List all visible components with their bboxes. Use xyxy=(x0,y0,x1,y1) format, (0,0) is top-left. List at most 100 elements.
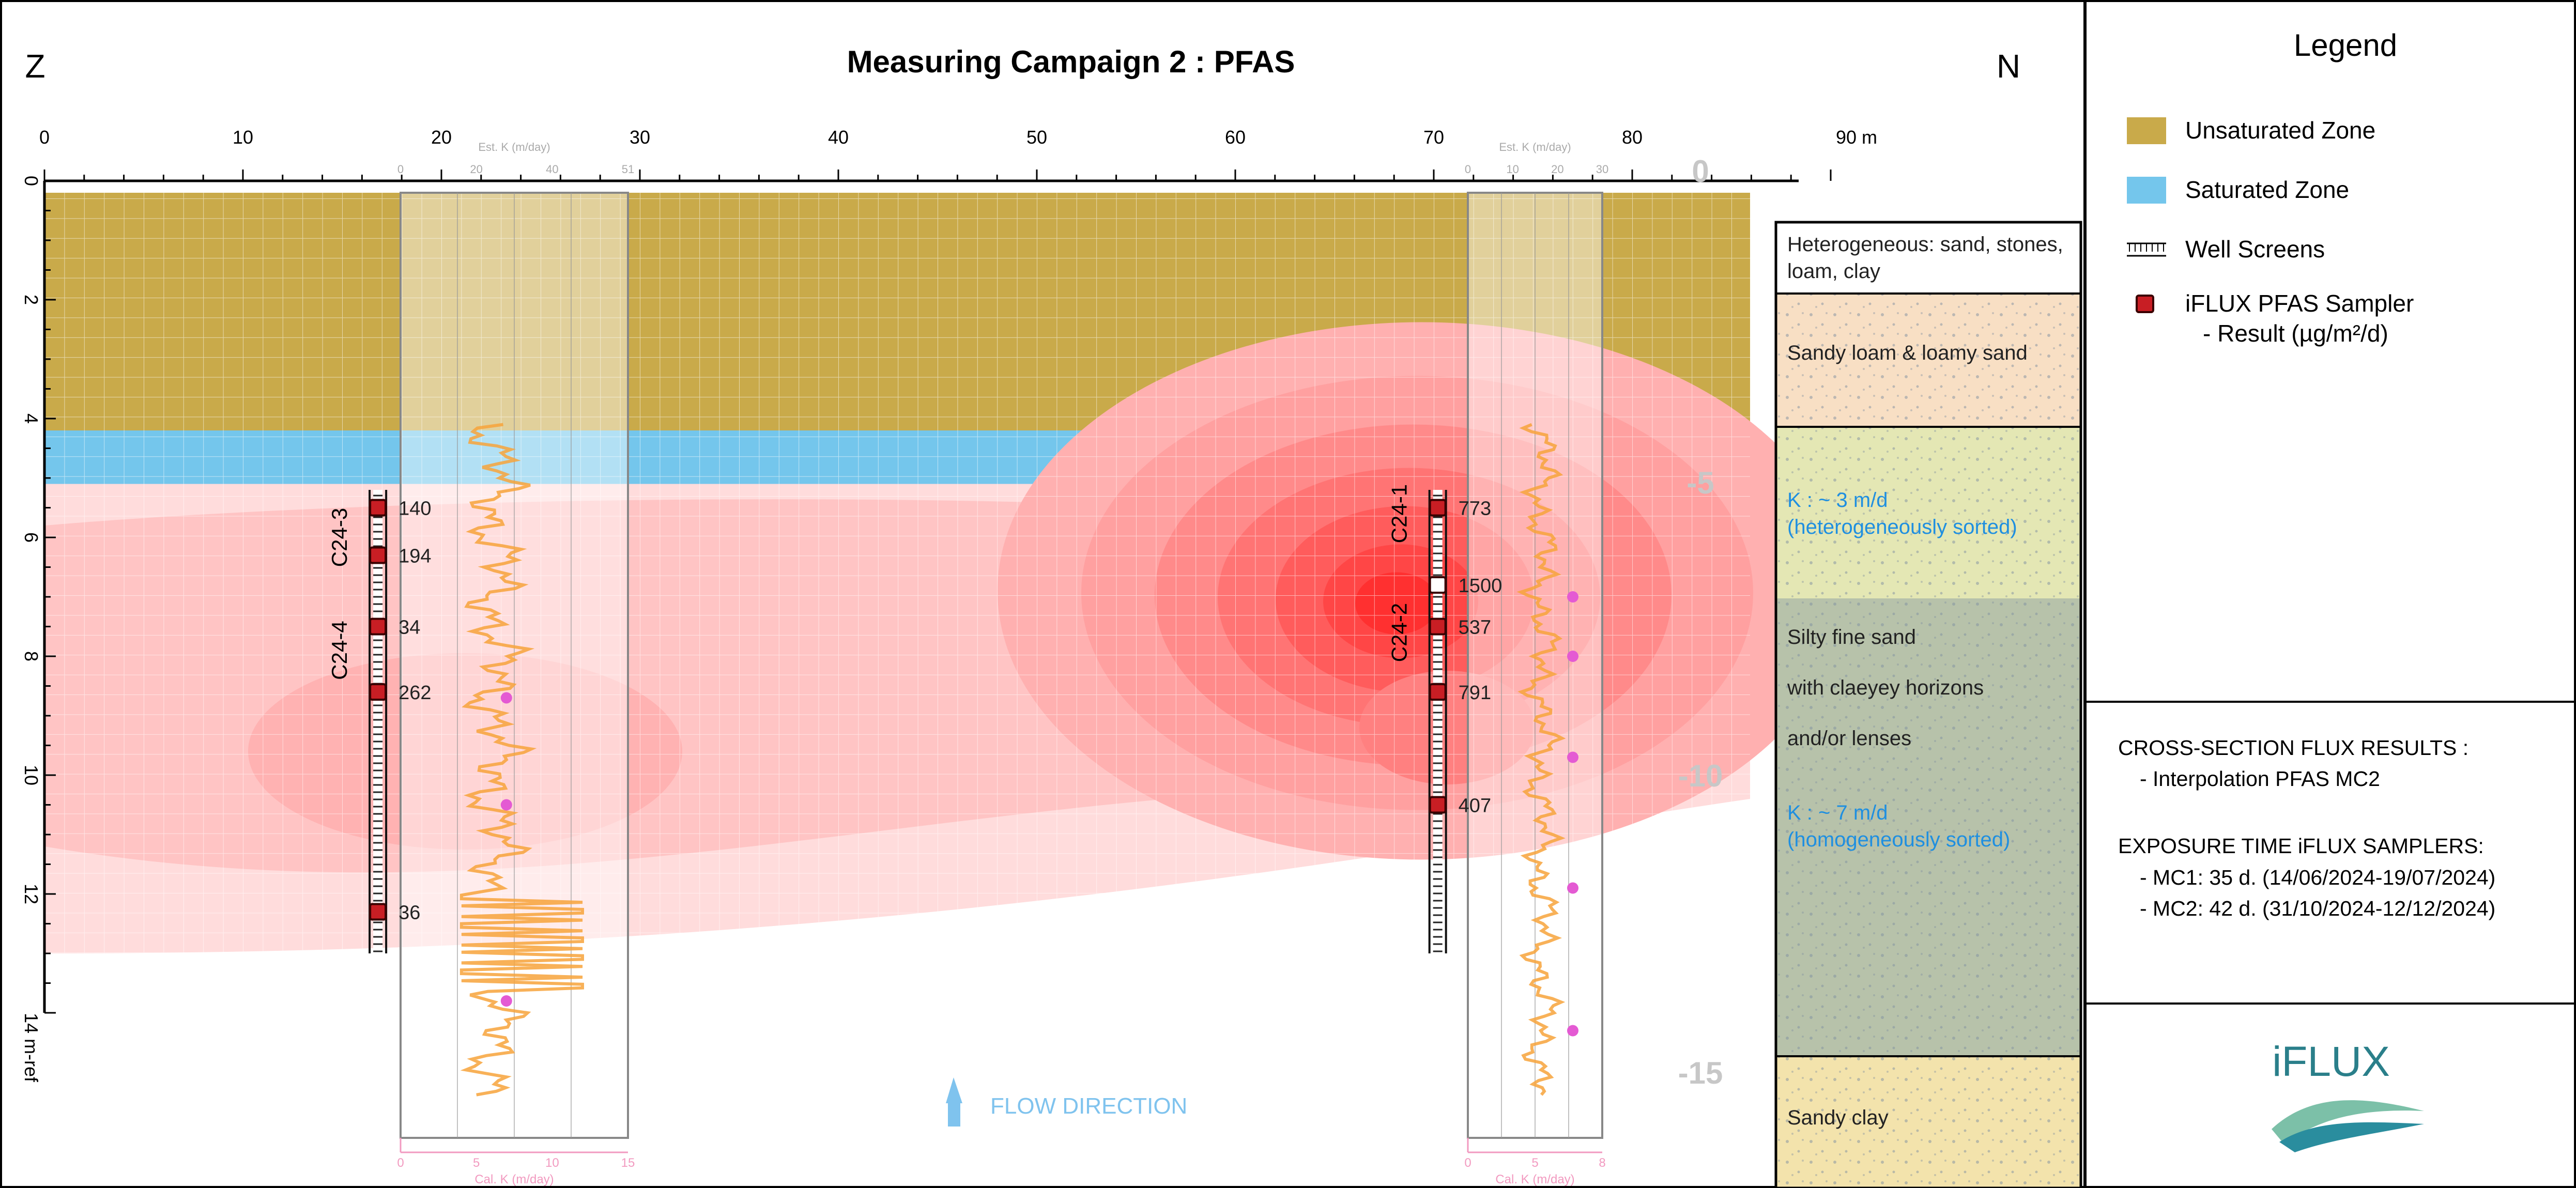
y-tick-label: 6 xyxy=(21,532,42,543)
page-title: Measuring Campaign 2 : PFAS xyxy=(847,44,1295,79)
pfas-sampler xyxy=(1429,796,1447,814)
lithology-texture xyxy=(1776,294,2081,427)
y-tick-label: 10 xyxy=(21,765,42,785)
legend-label: Unsaturated Zone xyxy=(2185,117,2375,144)
lithology-label: loam, clay xyxy=(1787,260,1880,283)
lithology-label: Heterogeneous: sand, stones, xyxy=(1787,233,2063,256)
flow-direction-label: FLOW DIRECTION xyxy=(990,1093,1187,1119)
x-tick-label: 90 m xyxy=(1836,127,1877,148)
k-log-footer: Cal. K (m/day) xyxy=(474,1172,554,1186)
well-label: C24-1 xyxy=(1387,484,1412,543)
info-line: - MC2: 42 d. (31/10/2024-12/12/2024) xyxy=(2140,897,2495,920)
info-box: CROSS-SECTION FLUX RESULTS :- Interpolat… xyxy=(2118,736,2495,920)
y-tick-label: 12 xyxy=(21,884,42,904)
pfas-sampler xyxy=(369,903,387,921)
iflux-logo: iFLUX xyxy=(2272,1038,2424,1152)
well-label: C24-3 xyxy=(327,508,351,567)
pfas-sampler xyxy=(369,546,387,564)
info-line: CROSS-SECTION FLUX RESULTS : xyxy=(2118,736,2468,760)
calibration-point xyxy=(1567,882,1578,894)
sampler-result: 194 xyxy=(398,546,431,567)
legend-label: Well Screens xyxy=(2185,236,2325,263)
elevation-label: -10 xyxy=(1678,759,1723,793)
pfas-sampler xyxy=(369,499,387,517)
k-log-header: Est. K (m/day) xyxy=(478,141,550,153)
direction-south-label: Z xyxy=(25,48,45,85)
k-log-header: Est. K (m/day) xyxy=(1499,141,1571,153)
flow-direction: FLOW DIRECTION xyxy=(946,1077,1187,1127)
lithology-label: K : ~ 3 m/d xyxy=(1787,489,1888,512)
legend-swatch xyxy=(2127,177,2166,204)
legend-label: iFLUX PFAS Sampler xyxy=(2185,290,2414,317)
logo-text: iFLUX xyxy=(2272,1038,2390,1085)
section-grid xyxy=(44,181,1750,956)
lithology-label: (heterogeneously sorted) xyxy=(1787,516,2017,538)
logo-wave-icon xyxy=(2272,1100,2424,1145)
legend-item: Unsaturated Zone xyxy=(2127,117,2375,144)
lithology-label: Sandy clay xyxy=(1787,1106,1889,1129)
direction-north-label: N xyxy=(1997,48,2020,85)
pfas-sampler xyxy=(1429,576,1447,594)
info-line: EXPOSURE TIME iFLUX SAMPLERS: xyxy=(2118,834,2484,858)
k-log-header-tick: 0 xyxy=(397,163,404,176)
x-tick-label: 80 xyxy=(1622,127,1643,148)
x-tick-label: 70 xyxy=(1423,127,1444,148)
pfas-sampler xyxy=(1429,499,1447,517)
lithology-texture xyxy=(1776,427,2081,598)
y-tick-label: 4 xyxy=(21,413,42,424)
sampler-result: 537 xyxy=(1459,617,1491,639)
lithology-label: with claeyey horizons xyxy=(1787,676,1984,699)
sampler-result: 262 xyxy=(398,682,431,704)
x-tick-label: 0 xyxy=(39,127,50,148)
well-label: C24-2 xyxy=(1387,603,1412,662)
x-tick-label: 60 xyxy=(1225,127,1246,148)
lithology-texture xyxy=(1776,598,2081,1056)
flow-arrow-icon xyxy=(946,1077,962,1127)
calibration-point xyxy=(500,692,512,704)
k-log-footer: Cal. K (m/day) xyxy=(1495,1172,1574,1186)
well-screen xyxy=(373,490,383,953)
sampler-result: 34 xyxy=(398,617,420,639)
k-log-footer-tick: 15 xyxy=(621,1156,635,1170)
x-tick-label: 40 xyxy=(828,127,849,148)
elevation-label: -5 xyxy=(1686,466,1714,500)
x-tick-label: 10 xyxy=(233,127,253,148)
k-log-header-tick: 30 xyxy=(1596,163,1608,176)
legend-title: Legend xyxy=(2294,28,2397,63)
k-log-footer-tick: 5 xyxy=(473,1156,480,1170)
legend-swatch xyxy=(2127,117,2166,144)
calibration-point xyxy=(1567,1025,1578,1037)
k-log-header-tick: 51 xyxy=(622,163,634,176)
k-log-trace xyxy=(459,423,584,1097)
calibration-point xyxy=(500,995,512,1007)
k-log-header-tick: 20 xyxy=(1551,163,1563,176)
y-tick-label: 8 xyxy=(21,651,42,661)
elevation-label: 0 xyxy=(1692,154,1709,189)
legend-sublabel: - Result (µg/m²/d) xyxy=(2203,320,2388,347)
k-log-header-tick: 20 xyxy=(470,163,482,176)
k-log-footer-tick: 0 xyxy=(1464,1156,1471,1170)
sampler-result: 791 xyxy=(1459,682,1491,704)
y-tick-label: 2 xyxy=(21,295,42,305)
pfas-sampler xyxy=(369,683,387,701)
pfas-sampler xyxy=(369,618,387,636)
sampler-icon xyxy=(2136,295,2154,313)
wells: C24-3C24-41401943426236C24-1C24-27731500… xyxy=(327,484,1502,953)
legend-item: Saturated Zone xyxy=(2127,176,2349,204)
lithology-column: Heterogeneous: sand, stones, loam, claySa… xyxy=(1774,221,2082,1188)
sampler-result: 1500 xyxy=(1459,575,1502,597)
elevation-labels: 0-5-10-15 xyxy=(1678,154,1723,1090)
lithology-frame xyxy=(1774,221,2082,1188)
y-tick-label: 14 m-ref xyxy=(21,1013,42,1083)
sampler-result: 140 xyxy=(398,498,431,520)
k-log-header-tick: 10 xyxy=(1506,163,1519,176)
y-tick-label: 0 xyxy=(21,176,42,186)
